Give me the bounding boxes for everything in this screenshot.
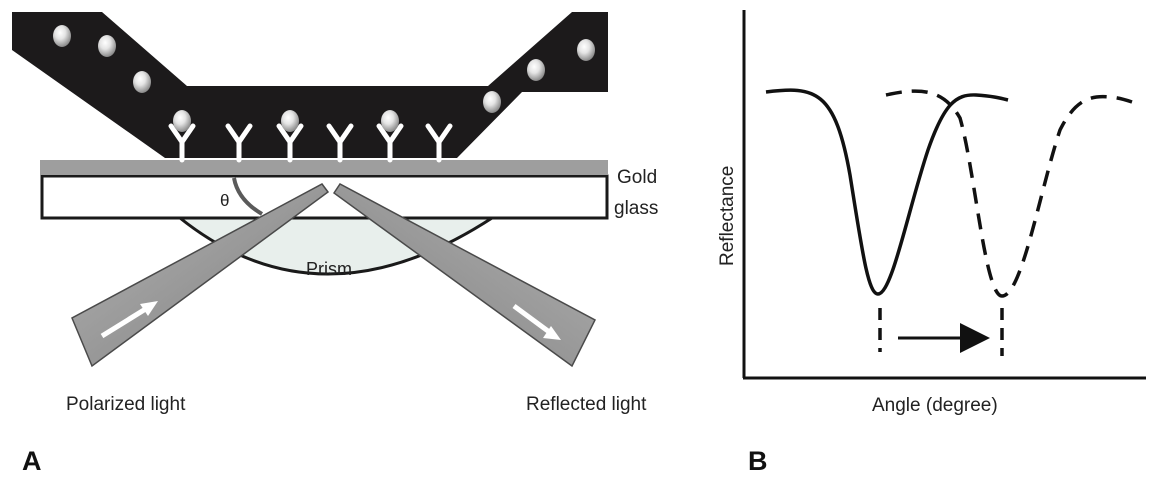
antibody-y-icon (376, 123, 404, 163)
flow-cell (12, 12, 608, 158)
x-axis-label: Angle (degree) (872, 395, 998, 416)
analyte-sphere-icon (527, 59, 545, 81)
gold-label: Gold (617, 167, 657, 188)
panel-b: Reflectance Angle (degree) B (717, 10, 1146, 476)
gold-layer (40, 160, 608, 175)
prism-label: Prism (306, 259, 352, 279)
panel-b-letter: B (748, 446, 768, 476)
incident-beam-arrow (100, 302, 154, 339)
analyte-sphere-icon (577, 39, 595, 61)
analyte-group (53, 25, 595, 113)
bound-analyte-sphere-icon (281, 110, 299, 132)
bound-analyte-sphere-icon (381, 110, 399, 132)
incident-beam (71, 183, 330, 368)
antibody-y-icon (276, 123, 304, 163)
curve-after-binding (885, 89, 1133, 298)
incident-arrow-head (140, 301, 158, 316)
reflected-beam-arrow (512, 303, 554, 337)
antibody-group (168, 123, 453, 163)
analyte-sphere-icon (133, 71, 151, 93)
analyte-sphere-icon (98, 35, 116, 57)
panel-a: θ Gold glass Prism Polarized light Refle… (12, 12, 658, 476)
analyte-sphere-icon (53, 25, 71, 47)
analyte-sphere-icon (483, 91, 501, 113)
glass-slide (40, 174, 609, 220)
antibody-y-icon (326, 123, 354, 163)
antibody-y-icon (168, 123, 196, 163)
reflected-arrow-head (543, 326, 561, 340)
theta-arc (232, 177, 264, 216)
antibody-y-icon (425, 123, 453, 163)
curve-before-binding (765, 88, 1009, 296)
antibody-y-icon (225, 123, 253, 163)
y-axis-label: Reflectance (717, 166, 738, 266)
reflected-light-label: Reflected light (526, 394, 647, 415)
theta-label: θ (220, 191, 229, 210)
panel-a-letter: A (22, 446, 42, 476)
glass-label: glass (614, 198, 658, 219)
bound-analyte-group (173, 110, 399, 132)
polarized-light-label: Polarized light (66, 394, 186, 415)
bound-analyte-sphere-icon (173, 110, 191, 132)
